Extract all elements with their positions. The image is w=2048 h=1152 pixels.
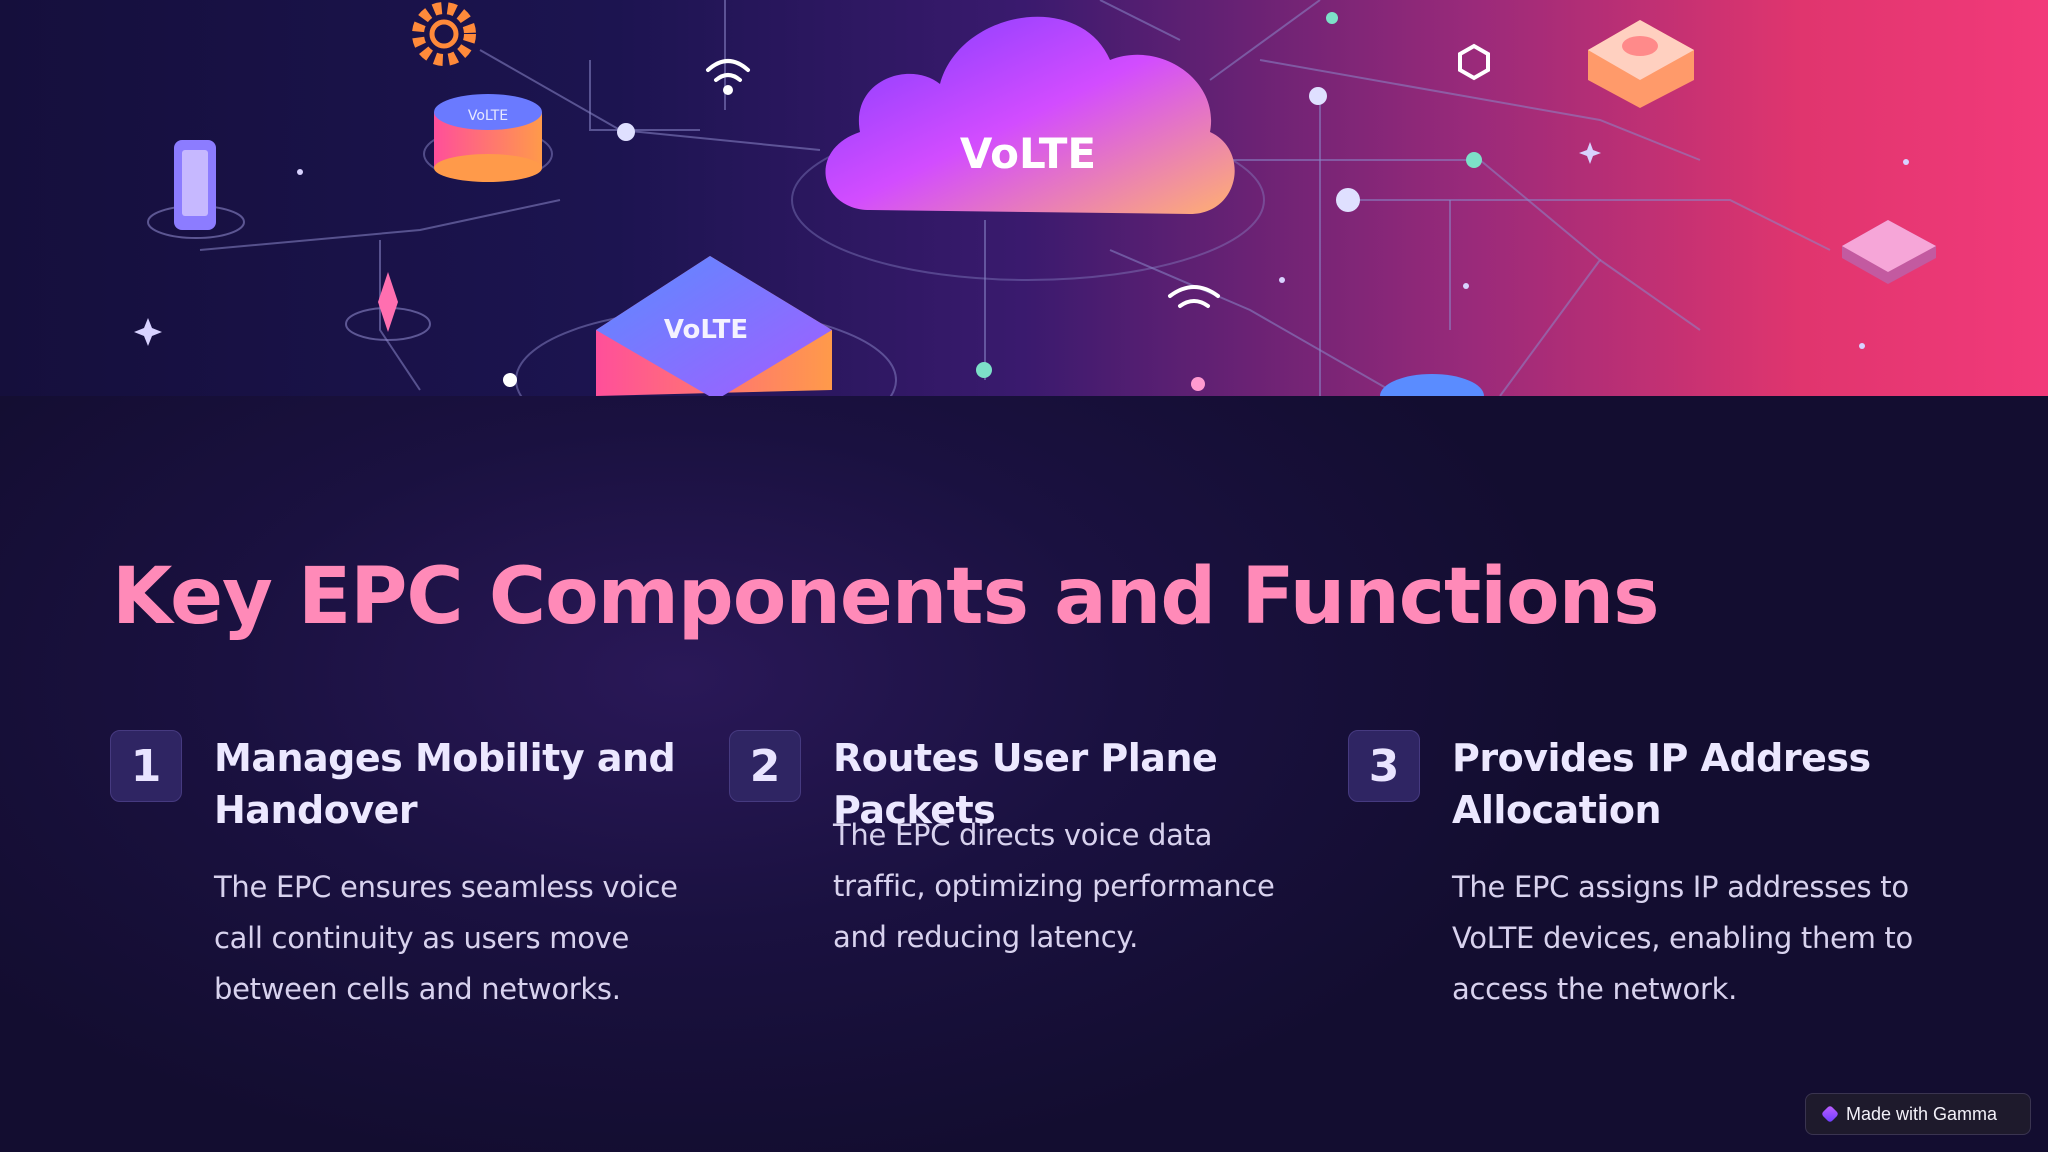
card-heading: Manages Mobility and Handover [214, 736, 676, 832]
card-number: 2 [729, 730, 801, 802]
card-description: The EPC ensures seamless voice call cont… [214, 870, 678, 1006]
card-heading: Provides IP Address Allocation [1452, 736, 1871, 832]
gamma-logo-icon [1820, 1104, 1840, 1124]
card-number: 3 [1348, 730, 1420, 802]
network-illustration: VoLTE VoLTE VoLTE [134, 0, 1936, 396]
svg-text:VoLTE: VoLTE [960, 129, 1096, 178]
dish-icon [1380, 374, 1484, 396]
rocket-icon [345, 272, 431, 341]
slide-title: Key EPC Components and Functions [112, 552, 1660, 642]
volte-box-icon: VoLTE [515, 256, 897, 396]
badge-label: Made with Gamma [1846, 1103, 1998, 1124]
slide-body [0, 396, 2048, 1152]
card-description: The EPC assigns IP addresses to VoLTE de… [1452, 870, 1913, 1006]
hero-illustration: VoLTE VoLTE VoLTE [0, 0, 2048, 396]
card-heading: Routes User Plane Packets [833, 736, 1218, 832]
card-number: 1 [110, 730, 182, 802]
svg-text:VoLTE: VoLTE [468, 108, 508, 124]
gear-icon [412, 2, 476, 66]
hexagon-icon [1458, 43, 1490, 81]
router-icon [1588, 20, 1694, 108]
phone-icon [147, 140, 245, 239]
svg-text:VoLTE: VoLTE [664, 315, 748, 345]
server-icon [1842, 220, 1936, 284]
card-description: The EPC directs voice data traffic, opti… [833, 818, 1275, 954]
made-with-gamma-badge[interactable]: Made with Gamma [1805, 1093, 2031, 1135]
cloud-icon: VoLTE [791, 16, 1265, 281]
database-icon: VoLTE [423, 94, 553, 182]
